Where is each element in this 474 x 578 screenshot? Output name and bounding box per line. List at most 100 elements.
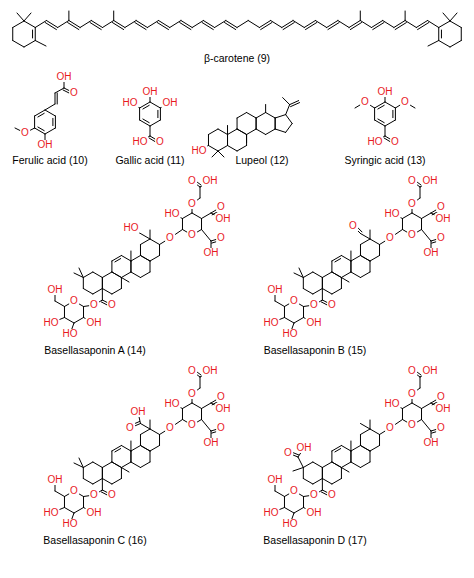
bond xyxy=(55,116,56,128)
atom-label: O xyxy=(407,199,417,209)
atom-label: OH xyxy=(202,366,219,376)
atom-label: O xyxy=(309,300,319,310)
atom-label: HO xyxy=(43,318,60,328)
bond xyxy=(266,129,276,135)
bond xyxy=(283,23,294,30)
bond xyxy=(374,108,375,120)
bond xyxy=(375,120,385,126)
bond xyxy=(303,307,304,318)
bond xyxy=(140,272,150,278)
bond xyxy=(102,278,103,289)
atom-label: O xyxy=(327,300,337,310)
bond xyxy=(450,13,457,21)
bond xyxy=(266,113,276,119)
bond xyxy=(112,446,122,452)
atom-label: O xyxy=(187,230,197,240)
bond xyxy=(147,21,158,28)
atom-label: O xyxy=(327,490,337,500)
bond xyxy=(303,278,304,289)
bond xyxy=(35,28,36,41)
bond xyxy=(332,272,342,278)
bond xyxy=(150,446,160,452)
bond xyxy=(68,11,69,21)
atom-label: O xyxy=(165,423,175,433)
bond xyxy=(55,301,64,307)
atom-label: O xyxy=(89,300,99,310)
bond xyxy=(275,129,286,132)
bond xyxy=(160,108,161,120)
bond xyxy=(322,289,332,295)
bond xyxy=(341,278,342,289)
bond xyxy=(237,113,247,119)
bond xyxy=(227,126,228,135)
bond xyxy=(157,23,168,30)
bond xyxy=(228,129,238,135)
bond xyxy=(373,23,384,30)
bond xyxy=(102,468,103,479)
bond xyxy=(322,272,332,278)
bond xyxy=(135,23,146,30)
bond xyxy=(80,21,91,28)
bond xyxy=(218,129,228,135)
bond xyxy=(52,118,53,125)
bond xyxy=(115,449,121,452)
bond xyxy=(140,462,150,468)
bond xyxy=(378,105,384,109)
bond xyxy=(102,289,103,301)
bond xyxy=(303,462,313,468)
atom-label: OH xyxy=(47,285,64,295)
bond xyxy=(150,120,160,126)
bond xyxy=(113,11,114,21)
bond xyxy=(299,268,303,278)
bond xyxy=(35,21,46,28)
bond xyxy=(125,21,136,28)
bond xyxy=(248,21,259,28)
bond xyxy=(284,318,294,324)
bond xyxy=(360,21,371,28)
bond xyxy=(291,103,300,107)
bond xyxy=(450,21,461,28)
bond xyxy=(200,187,201,198)
bond xyxy=(422,403,431,409)
atom-label: HO xyxy=(132,137,149,147)
atom-label: HO xyxy=(384,209,401,219)
bond xyxy=(157,110,158,117)
atom-label: O xyxy=(385,423,395,433)
bond xyxy=(422,420,431,432)
bond xyxy=(332,462,342,468)
bond xyxy=(370,429,380,435)
bond xyxy=(286,115,293,124)
bond xyxy=(360,234,370,240)
atom-label: OH xyxy=(162,98,179,108)
bond xyxy=(385,126,386,136)
bond xyxy=(12,28,13,41)
bond xyxy=(140,256,150,262)
bond xyxy=(395,108,396,120)
bond xyxy=(420,377,421,388)
compound-name: Basellasaponin B (15) xyxy=(263,345,368,356)
atom-label: O xyxy=(216,233,226,243)
bond xyxy=(182,409,183,420)
atom-label: OH xyxy=(423,438,440,448)
bond xyxy=(360,272,370,278)
bond xyxy=(192,213,202,219)
bond xyxy=(35,128,45,134)
bond xyxy=(275,118,276,129)
bond xyxy=(385,120,395,126)
bond xyxy=(383,21,394,28)
bond xyxy=(150,429,160,435)
bond xyxy=(428,41,439,47)
bond xyxy=(360,446,370,452)
bond xyxy=(202,23,213,30)
bond xyxy=(375,102,385,108)
bond xyxy=(284,307,285,318)
bond xyxy=(412,213,422,219)
bond xyxy=(90,23,101,30)
bond xyxy=(370,420,371,429)
bond xyxy=(121,272,131,278)
bond xyxy=(208,146,218,152)
bond xyxy=(74,508,84,514)
atom-label: O xyxy=(360,97,370,107)
bond xyxy=(130,441,131,451)
